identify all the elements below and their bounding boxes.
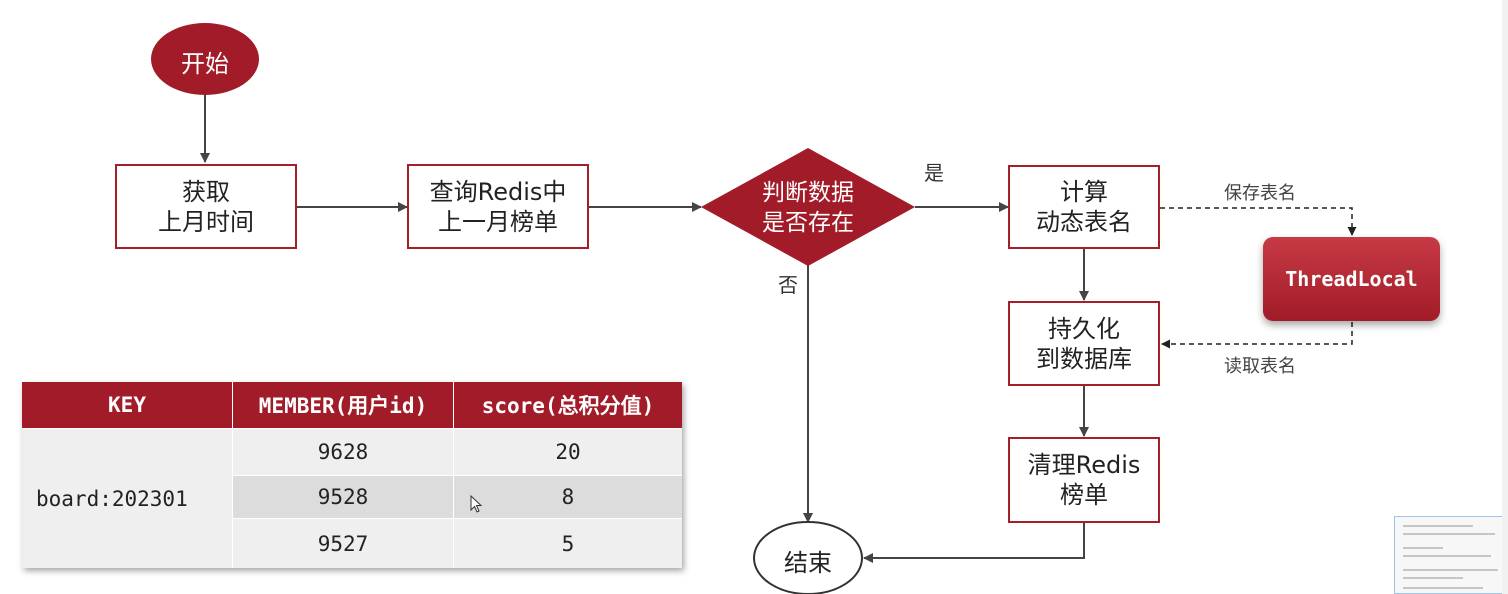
no-label: 否: [778, 273, 798, 297]
persist-to-db-box: 持久化 到数据库: [1008, 301, 1160, 386]
arrow-clean-to-end: [863, 523, 1085, 563]
table-cell-score: 8: [454, 475, 682, 518]
end-node-shape: [753, 521, 863, 594]
table-cell-member: 9527: [233, 518, 454, 568]
get-last-month-time-box: 获取 上月时间: [115, 164, 297, 249]
end-node-label: 结束: [784, 549, 832, 577]
table-header-score: score(总积分值): [454, 382, 682, 428]
clean-redis-box: 清理Redis 榜单: [1008, 437, 1160, 523]
decision-node-shape: [701, 148, 915, 266]
threadlocal-box: ThreadLocal: [1263, 237, 1440, 321]
yes-label: 是: [924, 161, 944, 185]
table-key-cell: board:202301: [22, 428, 233, 568]
arrow-save-table-name: [1160, 207, 1357, 236]
start-node-shape: [151, 23, 259, 95]
vertical-scrollbar[interactable]: [1502, 0, 1508, 594]
arrow-read-table-name: [1161, 322, 1353, 349]
save-table-name-label: 保存表名: [1224, 183, 1296, 204]
start-node-label: 开始: [181, 50, 229, 78]
table-header-member: MEMBER(用户id): [233, 382, 454, 428]
mouse-cursor-icon: [470, 495, 483, 513]
query-redis-box: 查询Redis中 上一月榜单: [407, 164, 589, 249]
table-cell-member: 9628: [233, 428, 454, 475]
table-cell-score: 20: [454, 428, 682, 475]
decision-node-label: 判断数据 是否存在: [762, 180, 854, 236]
read-table-name-label: 读取表名: [1224, 356, 1296, 377]
table-cell-member: 9528: [233, 475, 454, 518]
calc-dynamic-table-name-box: 计算 动态表名: [1008, 165, 1160, 249]
leaderboard-table: KEY MEMBER(用户id) score(总积分值) board:20230…: [22, 382, 682, 568]
document-thumbnail-window[interactable]: [1394, 516, 1508, 594]
table-header-key: KEY: [22, 382, 233, 428]
table-cell-score: 5: [454, 518, 682, 568]
